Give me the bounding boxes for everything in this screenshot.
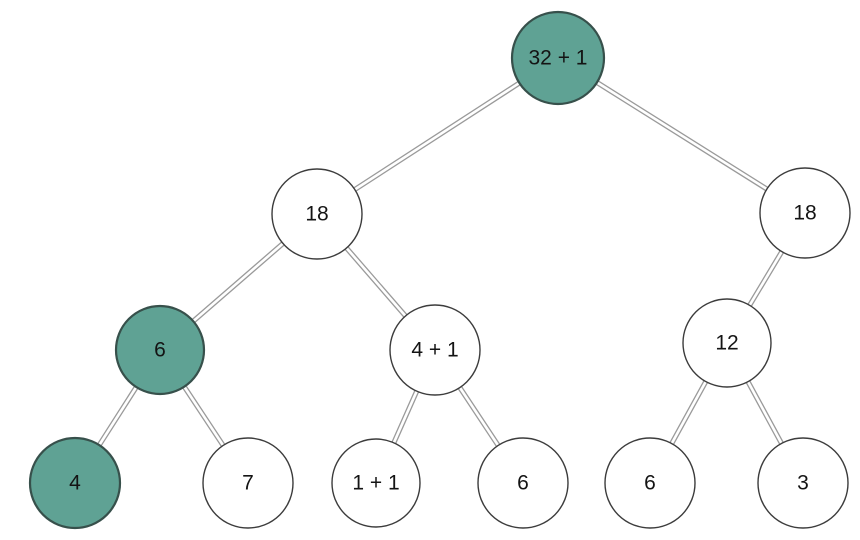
node-label: 18 [793,202,816,225]
node-circle [757,437,849,529]
tree-node-leaf-4: 6 [477,437,569,529]
tree-edges [72,55,808,485]
node-label: 1 + 1 [352,472,399,495]
tree-node-leaf-5: 6 [604,437,696,529]
tree-node-leaf-6: 3 [757,437,849,529]
tree-node-left-left: 6 [114,304,206,396]
node-circle [202,437,294,529]
node-label: 6 [154,339,166,362]
node-label: 6 [644,472,656,495]
tree-edge-root-right [556,55,807,216]
highlighted-node-circle [114,304,206,396]
node-circle [389,304,481,396]
tree-node-left-right: 4 + 1 [389,304,481,396]
highlighted-node-circle [28,436,122,530]
node-circle [759,167,851,259]
tree-node-leaf-2: 7 [202,437,294,529]
node-circle [271,168,363,260]
node-label: 4 [69,472,81,495]
node-label: 4 + 1 [411,339,458,362]
tree-node-leaf-1: 4 [28,436,122,530]
node-label: 18 [305,203,328,226]
node-label: 6 [517,472,529,495]
tree-node-left: 18 [271,168,363,260]
node-label: 7 [242,472,254,495]
node-circle [477,437,569,529]
node-label: 32 + 1 [529,47,588,70]
tree-edge-root-left [315,55,560,217]
node-circle [682,298,772,388]
tree-node-right-left: 12 [682,298,772,388]
node-circle [331,438,421,528]
node-label: 3 [797,472,809,495]
node-label: 12 [715,332,738,355]
tree-node-leaf-3: 1 + 1 [331,438,421,528]
tree-nodes: 32 + 1 18 18 6 4 + 1 12 4 7 1 + 1 6 6 3 [28,10,851,530]
tree-node-root: 32 + 1 [510,10,606,106]
tree-node-right: 18 [759,167,851,259]
highlighted-node-circle [510,10,606,106]
node-circle [604,437,696,529]
